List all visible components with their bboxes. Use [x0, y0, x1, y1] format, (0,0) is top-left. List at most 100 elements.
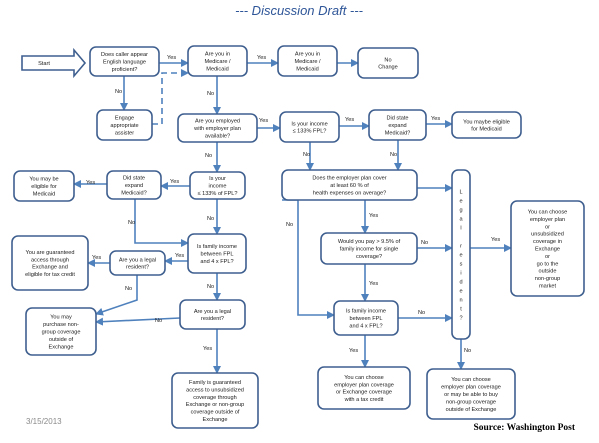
node-text: Is your income≤ 133% of FPL? — [197, 176, 237, 197]
label-yes: Yes — [175, 253, 184, 259]
node-text-line: s — [460, 262, 463, 268]
label-no: No — [128, 220, 135, 226]
label-no: No — [303, 152, 310, 158]
node-text-line: e — [459, 253, 462, 259]
node-text-line: r — [460, 244, 462, 250]
node-text-line: or Exchange coverage — [336, 390, 392, 396]
node-text-line: Are you a legal — [119, 257, 156, 263]
node-text-line: resident? — [126, 265, 149, 271]
node-text-line: You may — [50, 315, 72, 321]
node-text-line: access to unsubsidized — [186, 387, 244, 393]
node-text-line: purchase non- — [43, 322, 79, 328]
node-text-line: Medicare / — [294, 59, 321, 65]
arrow-legalb-purchase — [95, 317, 181, 326]
node-text-line: Medicaid? — [121, 190, 147, 196]
label-no: No — [125, 286, 132, 292]
label-yes: Yes — [349, 348, 358, 354]
node-legal-resident-a: Are you a legal resident? — [109, 250, 166, 276]
node-text-line: Does caller appear — [101, 52, 148, 58]
node-text-line: Are you a legal — [194, 309, 231, 315]
node-text-line: proficient? — [112, 67, 138, 73]
node-text-line: You are guaranteed — [26, 250, 75, 256]
node-text: Are you a legal resident? — [119, 257, 156, 270]
node-text-line: n — [459, 298, 462, 304]
node-income-133-a: Is your income≤ 133% FPL? — [279, 111, 340, 143]
node-text-line: outside of — [49, 337, 74, 343]
node-text-line: Engage — [115, 116, 134, 122]
label-yes: Yes — [431, 116, 440, 122]
node-text-line: Is family income — [346, 309, 386, 315]
node-text-line: Medicaid — [296, 66, 318, 72]
node-text-line: for Medicaid — [471, 127, 501, 133]
node-text-line: coverage in — [533, 239, 562, 245]
node-text-line: Is your — [209, 176, 226, 182]
node-text-line: income — [208, 184, 226, 190]
node-text-line: Exchange — [203, 417, 228, 423]
node-text-line: Exchange — [49, 344, 74, 350]
node-text-line: at least 60 % of — [330, 183, 369, 189]
node-text-line: health expenses on average? — [313, 190, 386, 196]
label-no: No — [390, 152, 397, 158]
node-text-line: eligible for — [31, 184, 57, 190]
node-text-line: You may be — [29, 177, 58, 183]
node-text-line: l — [460, 226, 461, 232]
node-text-line: employer plan coverage — [334, 382, 394, 388]
label-yes: Yes — [167, 55, 176, 61]
node-text-line: or — [545, 224, 550, 230]
node-text: Is your income≤ 133% FPL? — [291, 121, 327, 134]
node-text-line: or — [545, 254, 550, 260]
arrow-expandb-faminc — [134, 199, 189, 247]
label-yes: Yes — [203, 346, 212, 352]
node-text-line: Is your income — [291, 121, 327, 127]
node-text-line: eligible for tax credit — [25, 272, 75, 278]
label-no: No — [207, 216, 214, 222]
label-yes: Yes — [369, 213, 378, 219]
node-text-line: employer plan coverage — [441, 385, 501, 391]
node-text-line: with a tax credit — [344, 397, 384, 403]
node-text-line: coverage outside of — [191, 410, 240, 416]
node-text-line: coverage? — [356, 254, 382, 260]
node-text-line: t — [460, 307, 462, 313]
node-text-line: coverage through — [193, 395, 237, 401]
label-yes: Yes — [259, 118, 268, 124]
node-income-133-b: Is your income≤ 133% of FPL? — [189, 171, 246, 200]
node-text-line: Medicare / — [204, 59, 231, 65]
label-no: No — [207, 91, 214, 97]
node-text-line: Are you in — [295, 52, 320, 58]
node-text-line: ≤ 133% of FPL? — [197, 191, 237, 197]
label-no: No — [464, 348, 471, 354]
connectors — [21, 47, 512, 374]
node-text-line: Medicaid — [206, 66, 228, 72]
label-no: No — [115, 89, 122, 95]
node-text-line: unsubsidized — [531, 232, 564, 238]
node-text-line: Are you employed — [195, 119, 240, 125]
node-text-line: Exchange or non-group — [186, 402, 244, 408]
node-text-line: You can choose — [451, 377, 491, 383]
source-label: Source: Washington Post — [473, 423, 575, 433]
label-yes: Yes — [369, 281, 378, 287]
label-yes: Yes — [170, 179, 179, 185]
node-text-line: Did state — [123, 176, 145, 182]
page-title: --- Discussion Draft --- — [235, 3, 364, 18]
node-text-line: group coverage — [42, 330, 81, 336]
node-text-line: Does the employer plan cover — [312, 176, 386, 182]
